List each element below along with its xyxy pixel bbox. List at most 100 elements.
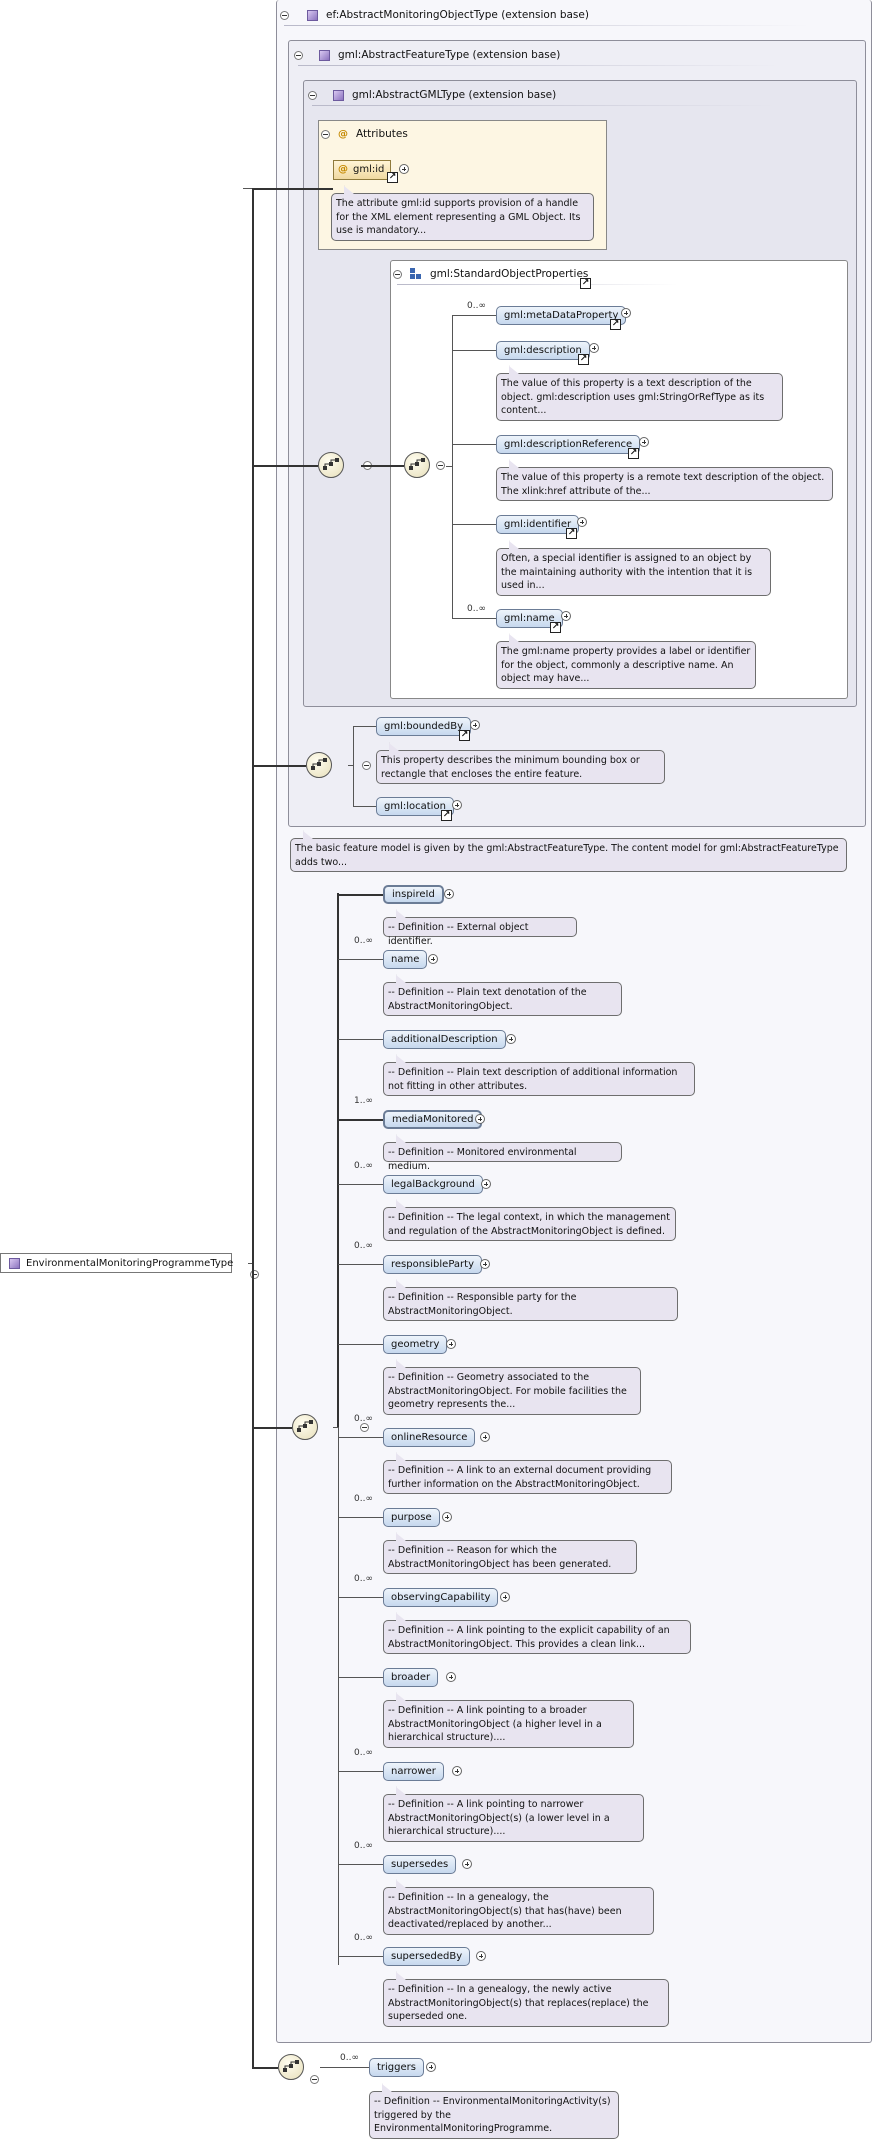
expand-icon[interactable] [589, 343, 599, 353]
element-gml-metadataproperty[interactable]: gml:metaDataProperty [496, 306, 627, 325]
element-gml-descriptionreference[interactable]: gml:descriptionReference [496, 435, 641, 454]
connector [248, 1263, 253, 1264]
collapse-icon[interactable] [436, 461, 445, 470]
connector [338, 1864, 383, 1865]
expand-icon[interactable] [428, 954, 438, 964]
connector [353, 726, 376, 727]
element-legalbackground[interactable]: legalBackground [383, 1175, 483, 1194]
expand-icon[interactable] [506, 1034, 516, 1044]
expand-icon[interactable] [621, 308, 631, 318]
connector [452, 444, 496, 445]
connector [348, 765, 354, 766]
element-observingcapability[interactable]: observingCapability [383, 1588, 499, 1607]
doc-annotation: Often, a special identifier is assigned … [496, 540, 771, 596]
element-responsibleparty[interactable]: responsibleParty [383, 1255, 482, 1274]
connector [320, 2067, 369, 2068]
element-gml-description[interactable]: gml:description [496, 341, 590, 360]
doc-annotation: -- Definition -- Reason for which the Ab… [383, 1532, 637, 1574]
connector [452, 618, 496, 619]
element-supersedes[interactable]: supersedes [383, 1855, 457, 1874]
expand-icon[interactable] [426, 2062, 436, 2072]
expand-icon[interactable] [452, 800, 462, 810]
collapse-icon[interactable] [393, 269, 402, 279]
expand-icon[interactable] [446, 1339, 456, 1349]
element-broader[interactable]: broader [383, 1668, 439, 1687]
expand-icon[interactable] [480, 1432, 490, 1442]
element-narrower[interactable]: narrower [383, 1762, 444, 1781]
reference-arrow-icon: ↗ [459, 730, 470, 741]
expand-icon[interactable] [476, 1951, 486, 1961]
expand-icon[interactable] [462, 1859, 472, 1869]
expand-icon[interactable] [470, 720, 480, 730]
expand-icon[interactable] [481, 1179, 491, 1189]
expand-icon[interactable] [561, 611, 571, 621]
cardinality: 0..∞ [340, 2053, 359, 2063]
expand-icon[interactable] [444, 889, 454, 899]
connector [338, 1771, 383, 1772]
doc-annotation: -- Definition -- Responsible party for t… [383, 1279, 678, 1321]
doc-annotation: The value of this property is a remote t… [496, 459, 833, 501]
reference-arrow-icon: ↗ [578, 354, 589, 365]
doc-annotation: -- Definition -- The legal context, in w… [383, 1199, 676, 1241]
standard-object-properties-header: gml:StandardObjectProperties [393, 261, 679, 287]
doc-annotation: -- Definition -- In a genealogy, the new… [383, 1971, 669, 2027]
collapse-icon[interactable] [362, 761, 372, 770]
expand-icon[interactable] [480, 1259, 490, 1269]
doc-annotation: -- Definition -- A link pointing to a br… [383, 1692, 634, 1748]
element-supersededby[interactable]: supersededBy [383, 1947, 471, 1966]
doc-annotation: -- Definition -- EnvironmentalMonitoring… [369, 2083, 619, 2139]
connector [338, 1517, 383, 1518]
reference-arrow-icon: ↗ [550, 622, 561, 633]
group-icon [410, 268, 422, 280]
expand-icon[interactable] [475, 1114, 485, 1124]
collapse-icon[interactable] [294, 50, 303, 60]
expand-icon[interactable] [452, 1766, 462, 1776]
connector [338, 1344, 383, 1345]
doc-annotation: -- Definition -- In a genealogy, the Abs… [383, 1879, 654, 1935]
doc-annotation: -- Definition -- A link to an external d… [383, 1452, 672, 1494]
collapse-icon[interactable] [310, 2075, 319, 2084]
expand-icon[interactable] [446, 1672, 456, 1682]
attribute-icon: @ [338, 164, 348, 175]
connector [353, 806, 376, 807]
connector [338, 1264, 383, 1265]
expand-icon[interactable] [577, 517, 587, 527]
connector [252, 2067, 278, 2069]
extension-header-abstract-feature: gml:AbstractFeatureType (extension base) [294, 42, 781, 68]
element-mediamonitored[interactable]: mediaMonitored [383, 1110, 483, 1129]
root-type-box[interactable]: EnvironmentalMonitoringProgrammeType [0, 1253, 233, 1273]
attributes-title: Attributes [356, 128, 408, 140]
element-geometry[interactable]: geometry [383, 1335, 448, 1354]
element-inspireid[interactable]: inspireId [383, 885, 444, 904]
collapse-icon[interactable] [280, 10, 289, 20]
sequence-compositor-icon [292, 1414, 318, 1440]
expand-icon[interactable] [639, 437, 649, 447]
expand-icon[interactable] [399, 164, 409, 174]
element-additionaldescription[interactable]: additionalDescription [383, 1030, 506, 1049]
cardinality: 0..∞ [354, 1414, 373, 1424]
connector [353, 726, 354, 806]
connector [337, 893, 339, 1427]
complex-type-icon [333, 89, 344, 101]
connector [252, 765, 306, 767]
element-purpose[interactable]: purpose [383, 1508, 440, 1527]
expand-icon[interactable] [500, 1592, 510, 1602]
expand-icon[interactable] [442, 1512, 452, 1522]
reference-arrow-icon: ↗ [566, 528, 577, 539]
collapse-icon[interactable] [359, 1423, 369, 1432]
sequence-compositor-icon [318, 452, 344, 478]
attribute-gml-id[interactable]: @ gml:id [333, 160, 392, 180]
element-gml-name[interactable]: gml:name [496, 609, 563, 628]
connector [252, 188, 333, 190]
extension-header-abstract-gml: gml:AbstractGMLType (extension base) [308, 82, 777, 108]
sequence-compositor-icon [306, 752, 332, 778]
element-gml-boundedby[interactable]: gml:boundedBy [376, 717, 472, 736]
collapse-icon[interactable] [321, 129, 330, 139]
collapse-icon[interactable] [250, 1270, 260, 1279]
reference-arrow-icon: ↗ [580, 278, 591, 289]
element-name[interactable]: name [383, 950, 428, 969]
collapse-icon[interactable] [308, 90, 317, 100]
element-triggers[interactable]: triggers [369, 2058, 424, 2077]
connector [338, 894, 383, 896]
element-onlineresource[interactable]: onlineResource [383, 1428, 476, 1447]
